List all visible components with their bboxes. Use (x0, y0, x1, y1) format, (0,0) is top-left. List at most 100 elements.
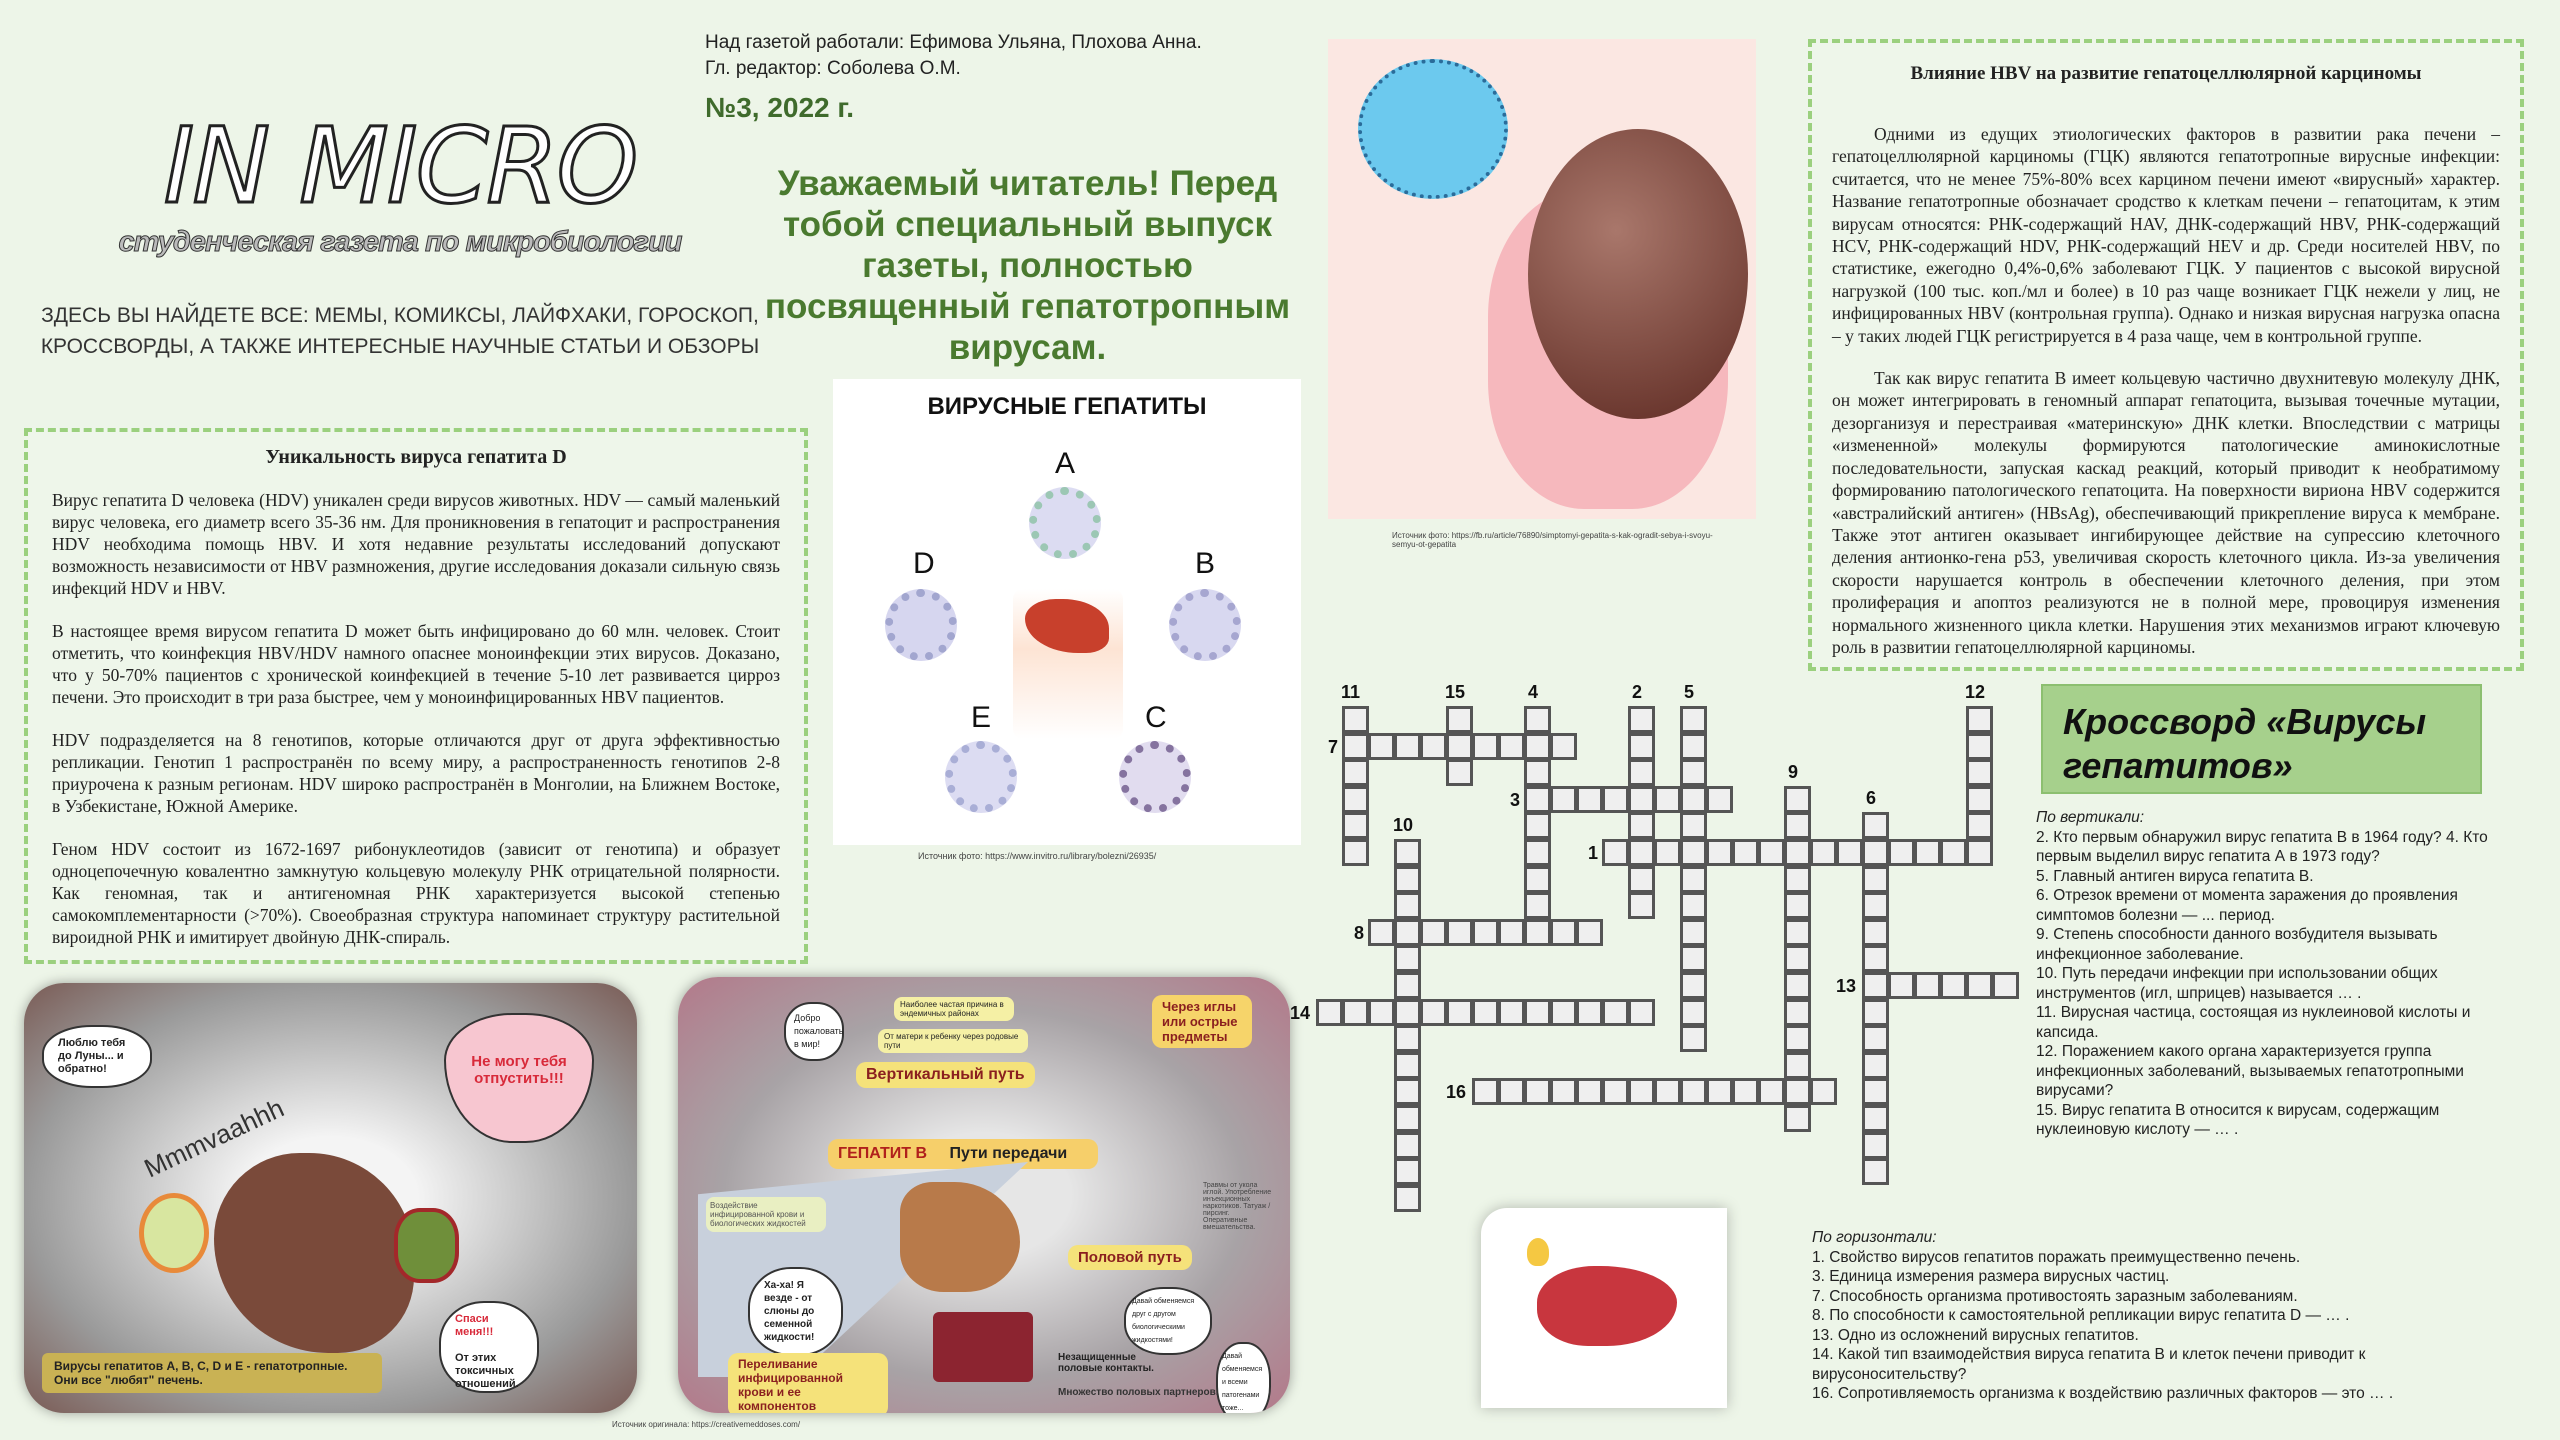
crossword-cell[interactable] (1992, 972, 2019, 999)
crossword-cell[interactable] (1914, 972, 1941, 999)
crossword-cell[interactable] (1680, 972, 1707, 999)
crossword-cell[interactable] (1576, 785, 1603, 813)
crossword-cell[interactable] (1862, 1131, 1889, 1159)
crossword-cell[interactable] (1628, 812, 1655, 840)
crossword-cell[interactable] (1680, 759, 1707, 787)
crossword-cell[interactable] (1966, 839, 1993, 866)
crossword-cell[interactable] (1524, 865, 1551, 893)
crossword-cell[interactable] (1862, 892, 1889, 920)
crossword-cell[interactable] (1524, 785, 1551, 813)
crossword-cell[interactable] (1706, 839, 1733, 866)
crossword-cell[interactable] (1576, 998, 1603, 1026)
crossword-cell[interactable] (1784, 918, 1811, 946)
crossword-cell[interactable] (1420, 732, 1447, 760)
crossword-cell[interactable] (1862, 1025, 1889, 1053)
crossword-cell[interactable] (1654, 839, 1681, 866)
crossword-cell[interactable] (1680, 998, 1707, 1026)
crossword-cell[interactable] (1758, 1078, 1785, 1106)
crossword-cell[interactable] (1732, 839, 1759, 866)
crossword-cell[interactable] (1966, 759, 1993, 787)
crossword-cell[interactable] (1862, 945, 1889, 973)
crossword-cell[interactable] (1446, 998, 1473, 1026)
crossword-cell[interactable] (1550, 998, 1577, 1026)
crossword-cell[interactable] (1810, 1078, 1837, 1106)
crossword-cell[interactable] (1888, 972, 1915, 999)
crossword-cell[interactable] (1446, 759, 1473, 787)
crossword-cell[interactable] (1446, 918, 1473, 946)
crossword-cell[interactable] (1368, 732, 1395, 760)
crossword-cell[interactable] (1784, 892, 1811, 920)
crossword-cell[interactable] (1524, 1078, 1551, 1106)
crossword-cell[interactable] (1576, 918, 1603, 946)
crossword-cell[interactable] (1602, 785, 1629, 813)
crossword-cell[interactable] (1680, 945, 1707, 973)
crossword-cell[interactable] (1394, 1025, 1421, 1053)
crossword-cell[interactable] (1394, 892, 1421, 920)
crossword-cell[interactable] (1420, 998, 1447, 1026)
crossword-cell[interactable] (1628, 1078, 1655, 1106)
crossword-cell[interactable] (1602, 998, 1629, 1026)
crossword-cell[interactable] (1420, 918, 1447, 946)
crossword-cell[interactable] (1368, 998, 1395, 1026)
crossword-cell[interactable] (1706, 785, 1733, 813)
crossword-cell[interactable] (1628, 785, 1655, 813)
crossword-cell[interactable] (1394, 732, 1421, 760)
crossword-cell[interactable] (1524, 998, 1551, 1026)
crossword-cell[interactable] (1628, 998, 1655, 1026)
crossword-cell[interactable] (1602, 839, 1629, 866)
crossword-cell[interactable] (1524, 706, 1551, 733)
crossword-cell[interactable] (1784, 1105, 1811, 1132)
crossword-cell[interactable] (1472, 998, 1499, 1026)
crossword-cell[interactable] (1680, 812, 1707, 840)
crossword-cell[interactable] (1524, 812, 1551, 840)
crossword-cell[interactable] (1680, 1025, 1707, 1053)
crossword-cell[interactable] (1472, 732, 1499, 760)
crossword-cell[interactable] (1394, 1105, 1421, 1132)
crossword-cell[interactable] (1680, 732, 1707, 760)
crossword-cell[interactable] (1524, 892, 1551, 920)
crossword-cell[interactable] (1940, 839, 1967, 866)
crossword-cell[interactable] (1550, 785, 1577, 813)
crossword-cell[interactable] (1680, 706, 1707, 733)
crossword-cell[interactable] (1524, 759, 1551, 787)
crossword-cell[interactable] (1784, 1051, 1811, 1079)
crossword-cell[interactable] (1316, 998, 1343, 1026)
crossword-cell[interactable] (1680, 839, 1707, 866)
crossword-cell[interactable] (1784, 998, 1811, 1026)
crossword-cell[interactable] (1732, 1078, 1759, 1106)
crossword-cell[interactable] (1446, 732, 1473, 760)
crossword-cell[interactable] (1472, 1078, 1499, 1106)
crossword-cell[interactable] (1680, 1078, 1707, 1106)
crossword-cell[interactable] (1342, 812, 1369, 840)
crossword-cell[interactable] (1680, 892, 1707, 920)
crossword-cell[interactable] (1394, 839, 1421, 866)
crossword-cell[interactable] (1654, 1078, 1681, 1106)
crossword-cell[interactable] (1966, 785, 1993, 813)
crossword-cell[interactable] (1498, 918, 1525, 946)
crossword-cell[interactable] (1498, 1078, 1525, 1106)
crossword-cell[interactable] (1784, 1078, 1811, 1106)
crossword-cell[interactable] (1784, 839, 1811, 866)
crossword-cell[interactable] (1966, 732, 1993, 760)
crossword-cell[interactable] (1784, 865, 1811, 893)
crossword-cell[interactable] (1602, 1078, 1629, 1106)
crossword-cell[interactable] (1394, 1078, 1421, 1106)
crossword-cell[interactable] (1394, 1158, 1421, 1186)
crossword-cell[interactable] (1550, 918, 1577, 946)
crossword-cell[interactable] (1654, 785, 1681, 813)
crossword-cell[interactable] (1862, 1158, 1889, 1186)
crossword-cell[interactable] (1966, 706, 1993, 733)
crossword-cell[interactable] (1862, 865, 1889, 893)
crossword-cell[interactable] (1940, 972, 1967, 999)
crossword-cell[interactable] (1524, 732, 1551, 760)
crossword-cell[interactable] (1524, 839, 1551, 866)
crossword-cell[interactable] (1394, 1131, 1421, 1159)
crossword-cell[interactable] (1680, 865, 1707, 893)
crossword-cell[interactable] (1680, 918, 1707, 946)
crossword-cell[interactable] (1394, 918, 1421, 946)
crossword-cell[interactable] (1810, 839, 1837, 866)
crossword-cell[interactable] (1446, 706, 1473, 733)
crossword-cell[interactable] (1394, 1184, 1421, 1212)
crossword-cell[interactable] (1628, 759, 1655, 787)
crossword-cell[interactable] (1628, 865, 1655, 893)
